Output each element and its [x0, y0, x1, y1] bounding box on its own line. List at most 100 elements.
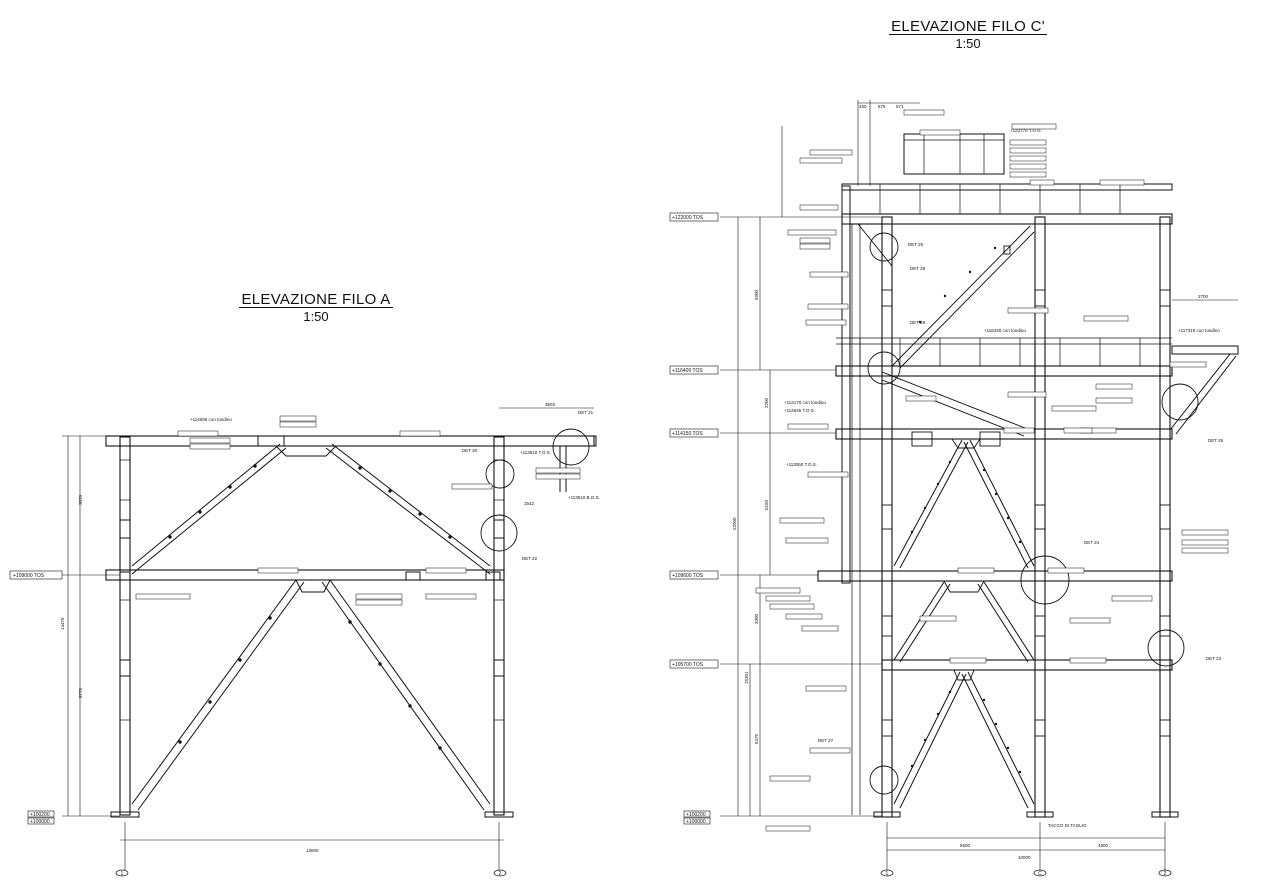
elev-c-beam-105700 — [881, 659, 1173, 671]
elev-a-level-100200: +100200 — [30, 812, 50, 818]
elev-c-dim-4500: 4500 — [1098, 843, 1109, 848]
elev-c-callout-114170: +114170 con tondino — [784, 400, 826, 405]
elev-a-callout-113510: +113510 B.O.S. — [568, 495, 600, 500]
elev-c-dim-5900: 5900 — [754, 289, 759, 300]
elev-a-scale: 1:50 — [303, 309, 329, 324]
elev-c-detail-circles — [867, 232, 1199, 795]
elev-c-det-28: DET 28 — [910, 266, 926, 271]
elev-c-title-block: ELEVAZIONE FILO C' 1:50 — [888, 18, 1048, 50]
elev-c-gussets — [911, 245, 1011, 681]
elev-a-dimensions — [62, 407, 594, 870]
elev-a-callouts: +114066 con tondino +113610 T.O.S. +1135… — [190, 410, 600, 561]
elev-c-callout-123770: +123770 T.O.G. — [1010, 128, 1042, 133]
elev-c-dim-450: 450 — [859, 104, 867, 109]
elev-a-column-left — [119, 436, 131, 816]
elev-c-callouts: +123770 T.O.G. +117310 con tondino +1164… — [784, 128, 1224, 828]
elev-c-grid-2: 2 — [1164, 871, 1167, 877]
elev-c-det-24: DET 24 — [1084, 540, 1100, 545]
elev-a-base-right — [484, 811, 514, 818]
elev-c-column-splices — [881, 289, 1171, 737]
elev-a-dim-8775: 8775 — [78, 687, 83, 698]
elev-c-beam-109600 — [817, 570, 1173, 582]
elev-a-dim-3070: 3070 — [78, 494, 83, 505]
elev-a-grid-1: 1 — [121, 871, 124, 877]
elev-a-gussets — [119, 435, 505, 677]
elev-c-callout-114645: +114645 T.O.S. — [784, 408, 815, 413]
elev-c-column-1 — [881, 216, 893, 818]
elev-c-column-2 — [1159, 216, 1171, 818]
elev-c-stair-upper — [857, 223, 1035, 369]
elev-c-cantilever-right — [1171, 345, 1239, 355]
elev-c-dim-5150: 5150 — [764, 499, 769, 510]
elev-c-scale: 1:50 — [955, 36, 981, 51]
elev-c-level-tags: +122000 TOS +116400 TOS +114150 TOS +109… — [669, 212, 719, 825]
elev-a-level-100000: +100000 — [30, 819, 50, 825]
elev-a-dim-texts: 3070 14476 8775 3503 13600 1542 — [60, 402, 556, 853]
elev-a-cantilever — [503, 435, 597, 447]
elev-a-brace-lower — [131, 579, 491, 811]
elev-a-det-22: DET 22 — [522, 556, 538, 561]
elev-a-column-right — [493, 436, 505, 816]
elev-c-member-tags — [755, 109, 1229, 832]
elev-c-grid-1: 1 — [886, 871, 889, 877]
elev-a-title: ELEVAZIONE FILO A — [239, 291, 393, 308]
elev-c-dim-5475: 5475 — [754, 733, 759, 744]
elev-c-callout-113060: +113060 T.O.S. — [786, 462, 817, 467]
elev-c-level-122000: +122000 TOS — [672, 215, 704, 221]
elev-a-det-21: DET 21 — [578, 410, 594, 415]
elev-c-level-114150: +114150 TOS — [672, 431, 703, 437]
elev-a-dim-1542: 1542 — [524, 501, 535, 506]
elev-a-dim-3503: 3503 — [545, 402, 556, 407]
elev-a-callout-114066: +114066 con tondino — [190, 417, 232, 422]
elev-c-beam-116400 — [835, 365, 1173, 377]
elev-c-dim-675: 675 — [878, 104, 886, 109]
elev-c-dim-texts: 5900 2200 5150 3300 5475 22000 15301 100… — [732, 104, 1209, 860]
elev-c-title: ELEVAZIONE FILO C' — [889, 18, 1047, 35]
elev-c-dim-2200: 2200 — [764, 397, 769, 408]
elev-c-beam-122000 — [841, 213, 1173, 225]
elev-c-ladder — [851, 224, 861, 815]
elev-c-handrail-upper — [842, 184, 1172, 214]
elev-c-bolts — [910, 246, 1022, 774]
elev-a-bolts — [168, 464, 452, 750]
elev-c-grid-c: C — [1038, 871, 1042, 877]
elev-c-stair-inclined — [881, 371, 1031, 437]
elev-a-level-109000: +109000 TOS — [13, 573, 45, 579]
elev-a-column-ticks — [120, 459, 504, 721]
elev-c-level-109600: +109600 TOS — [672, 573, 704, 579]
elev-c-det-29: DET 29 — [910, 320, 926, 325]
elev-c-dim-15301: 15301 — [744, 671, 749, 684]
elev-c-det-25: DET 25 — [908, 242, 924, 247]
elev-a-dim-13600: 13600 — [306, 848, 319, 853]
elev-c-frame — [817, 133, 1239, 818]
elev-c-level-105700: +105700 TOS — [672, 662, 704, 668]
elev-c-callout-116420: +116420 con tondino — [984, 328, 1026, 333]
elev-c-brace-chevron-upper — [893, 439, 1035, 569]
elev-a-grid-bubbles: 1 2 — [115, 869, 507, 877]
elev-c-det-23: DET 23 — [1206, 656, 1222, 661]
elev-a-top-beam — [105, 435, 595, 447]
elev-c-column-left-stair — [841, 185, 851, 584]
elev-c-det-26: DET 26 — [1208, 438, 1224, 443]
elev-a-detail-circles — [480, 428, 590, 552]
elev-c-brace-x-mid — [893, 581, 1035, 663]
elev-c-note-tacco: TACCO DI TAGLIO — [1048, 823, 1087, 828]
elev-c-grid-bubbles: 1 C 2 — [880, 869, 1172, 877]
elev-a-brace-upper — [131, 443, 491, 575]
elev-c-dim-10000: 10000 — [1018, 855, 1031, 860]
elev-c-dim-2700: 2700 — [1198, 294, 1209, 299]
elev-a-base-left — [110, 811, 140, 818]
elev-a-frame — [105, 428, 597, 818]
elev-a-grid-2: 2 — [499, 871, 502, 877]
elev-c-level-100200: +100200 — [686, 812, 706, 818]
elev-c-level-100000: +100000 — [686, 819, 706, 825]
elev-a-callout-113610: +113610 T.O.S. — [520, 450, 551, 455]
elev-a-det-20: DET 20 — [462, 448, 478, 453]
elev-a-member-tags — [135, 415, 581, 606]
elev-c-dim-22000: 22000 — [732, 517, 737, 530]
elev-c-column-c — [1034, 216, 1046, 818]
elev-c-dim-571: 571 — [896, 104, 904, 109]
elev-a-title-block: ELEVAZIONE FILO A 1:50 — [238, 291, 394, 323]
